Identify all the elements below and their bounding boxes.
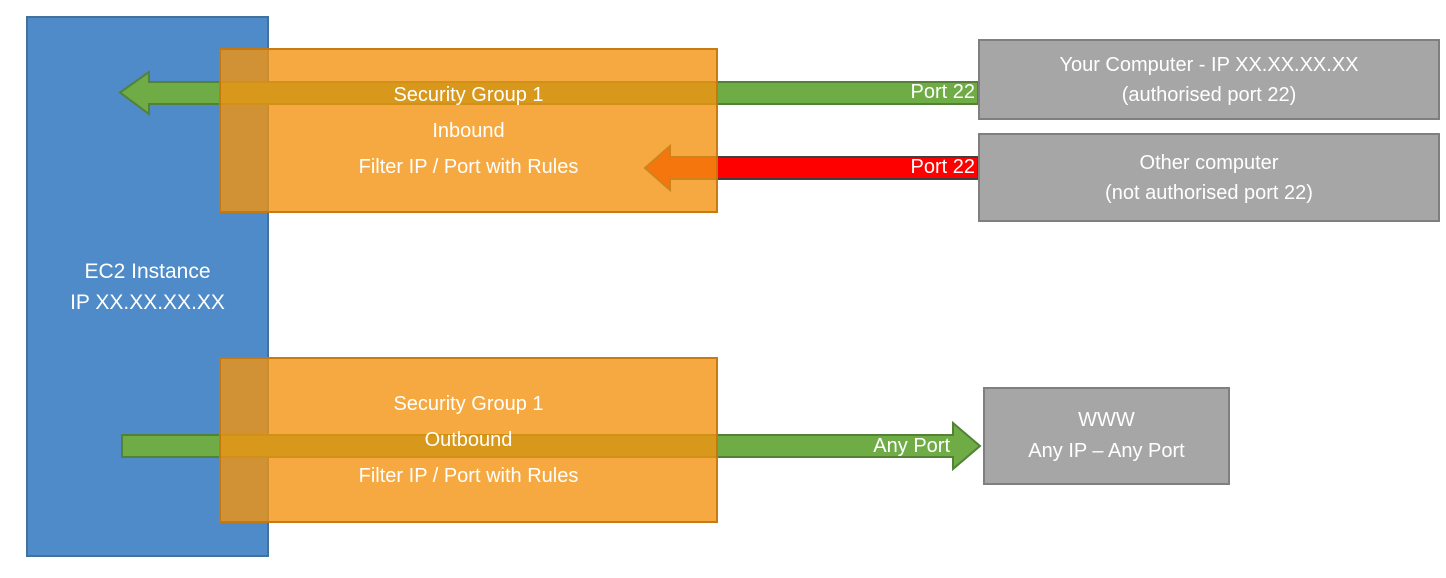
your-computer-box: Your Computer - IP XX.XX.XX.XX (authoris… xyxy=(978,39,1440,120)
inbound-blocked-port-label: Port 22 xyxy=(910,156,975,178)
inbound-allowed-port-label: Port 22 xyxy=(910,81,975,103)
ec2-instance-name: EC2 Instance xyxy=(84,259,211,283)
security-group-inbound-title: Security Group 1 xyxy=(393,83,544,106)
security-group-inbound-description: Filter IP / Port with Rules xyxy=(358,155,579,178)
other-computer-title: Other computer xyxy=(1139,151,1279,174)
ec2-instance-ip: IP XX.XX.XX.XX xyxy=(70,290,225,314)
security-group-outbound-box: Security Group 1 Outbound Filter IP / Po… xyxy=(219,357,718,523)
security-group-outbound-direction: Outbound xyxy=(424,429,513,451)
www-title: WWW xyxy=(1078,409,1135,431)
other-computer-subtitle: (not authorised port 22) xyxy=(1105,181,1313,204)
security-group-inbound-direction: Inbound xyxy=(432,119,505,142)
www-subtitle: Any IP – Any Port xyxy=(1028,440,1185,462)
other-computer-box: Other computer (not authorised port 22) xyxy=(978,133,1440,222)
security-group-outbound-description: Filter IP / Port with Rules xyxy=(358,465,579,487)
www-box: WWW Any IP – Any Port xyxy=(983,387,1230,485)
your-computer-title: Your Computer - IP XX.XX.XX.XX xyxy=(1059,53,1359,76)
security-group-outbound-title: Security Group 1 xyxy=(393,393,544,415)
outbound-port-label: Any Port xyxy=(873,435,950,457)
your-computer-subtitle: (authorised port 22) xyxy=(1121,83,1297,106)
security-group-inbound-box: Security Group 1 Inbound Filter IP / Por… xyxy=(219,48,718,213)
